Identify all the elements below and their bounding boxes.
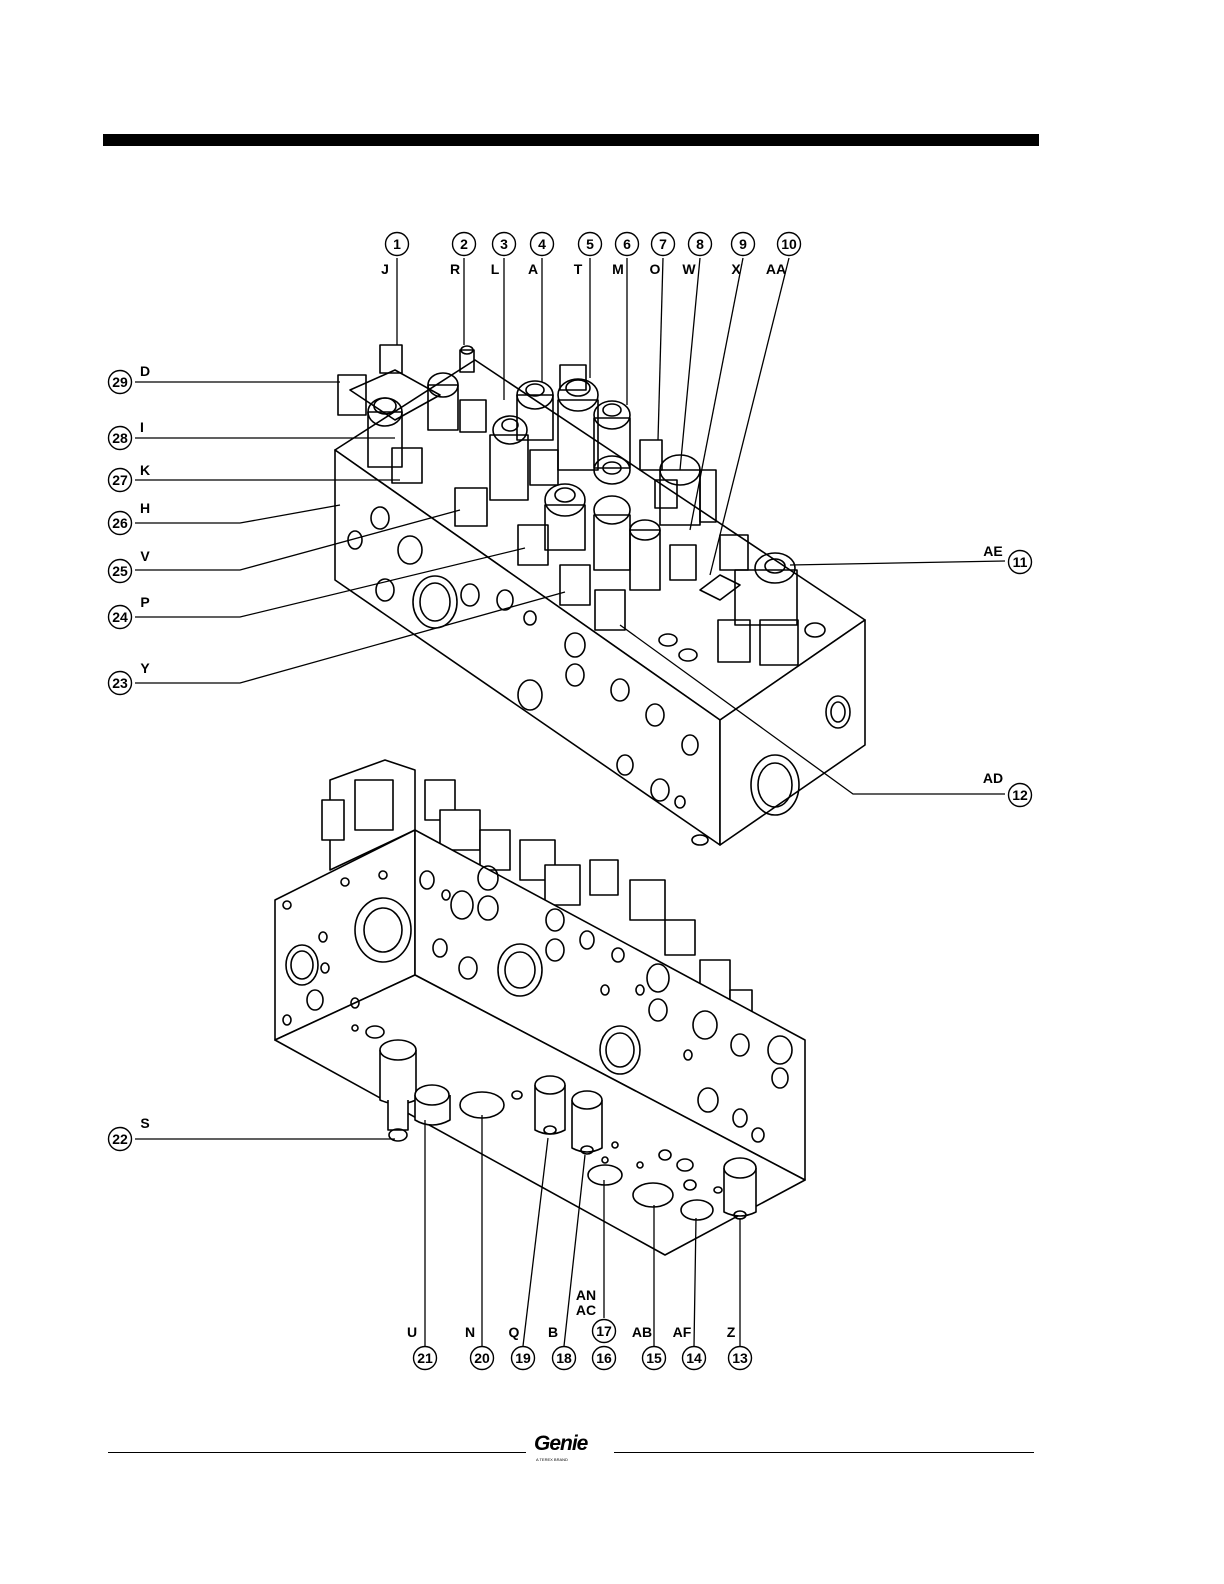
svg-text:16: 16 xyxy=(596,1350,612,1366)
callout-21: 21U xyxy=(407,1324,437,1370)
svg-text:18: 18 xyxy=(556,1350,572,1366)
svg-text:Y: Y xyxy=(140,660,150,676)
svg-text:10: 10 xyxy=(781,236,797,252)
svg-text:7: 7 xyxy=(659,236,667,252)
svg-text:R: R xyxy=(450,261,460,277)
callout-12: 12 AD xyxy=(983,770,1032,807)
svg-text:L: L xyxy=(491,261,500,277)
svg-text:21: 21 xyxy=(417,1350,433,1366)
callout-24: 24 P xyxy=(109,594,150,629)
svg-text:H: H xyxy=(140,500,150,516)
svg-text:24: 24 xyxy=(112,609,128,625)
svg-text:27: 27 xyxy=(112,472,128,488)
svg-text:5: 5 xyxy=(586,236,594,252)
svg-text:AF: AF xyxy=(673,1324,692,1340)
callout-18: 18 B xyxy=(548,1324,576,1370)
svg-text:3: 3 xyxy=(500,236,508,252)
svg-text:B: B xyxy=(548,1324,558,1340)
svg-text:U: U xyxy=(407,1324,417,1340)
svg-text:26: 26 xyxy=(112,515,128,531)
svg-text:V: V xyxy=(140,548,150,564)
svg-text:I: I xyxy=(140,419,144,435)
callout-6: 6M xyxy=(612,233,638,278)
callout-9: 9X xyxy=(731,233,754,278)
svg-text:N: N xyxy=(465,1324,475,1340)
svg-text:8: 8 xyxy=(696,236,704,252)
svg-text:S: S xyxy=(140,1115,149,1131)
callout-2: 2R xyxy=(450,233,476,278)
svg-text:2: 2 xyxy=(460,236,468,252)
footer-rule-left xyxy=(108,1452,526,1453)
callout-11: 11 AE xyxy=(983,543,1031,574)
callout-23: 23 Y xyxy=(109,660,151,695)
svg-text:J: J xyxy=(381,261,389,277)
callout-15: 15 AB xyxy=(632,1324,666,1370)
svg-text:M: M xyxy=(612,261,624,277)
svg-text:O: O xyxy=(650,261,661,277)
callout-29: 29 D xyxy=(109,363,151,394)
callout-3: 3L xyxy=(491,233,516,278)
svg-text:1: 1 xyxy=(393,236,401,252)
svg-text:13: 13 xyxy=(732,1350,748,1366)
svg-text:AD: AD xyxy=(983,770,1003,786)
svg-text:14: 14 xyxy=(686,1350,702,1366)
callout-4: 4A xyxy=(528,233,554,278)
svg-text:X: X xyxy=(731,261,741,277)
genie-logo: Genie A TEREX BRAND xyxy=(534,1432,608,1464)
callout-22: 22 S xyxy=(109,1115,150,1151)
svg-text:Q: Q xyxy=(509,1324,520,1340)
callout-13: 13 Z xyxy=(727,1324,752,1370)
svg-text:4: 4 xyxy=(538,236,546,252)
svg-text:6: 6 xyxy=(623,236,631,252)
svg-text:11: 11 xyxy=(1013,554,1028,570)
svg-text:A: A xyxy=(528,261,538,277)
footer-rule-right xyxy=(614,1452,1034,1453)
svg-text:9: 9 xyxy=(739,236,747,252)
svg-text:22: 22 xyxy=(112,1131,128,1147)
svg-text:15: 15 xyxy=(646,1350,662,1366)
callout-27: 27 K xyxy=(109,462,151,492)
svg-text:25: 25 xyxy=(112,563,128,579)
svg-text:20: 20 xyxy=(474,1350,490,1366)
svg-text:17: 17 xyxy=(596,1323,612,1339)
callout-8: 8W xyxy=(682,233,711,278)
svg-text:AN: AN xyxy=(576,1287,596,1303)
callout-5: 5T xyxy=(574,233,602,278)
logo-tagline: A TEREX BRAND xyxy=(536,1457,568,1462)
callout-25: 25 V xyxy=(109,548,151,583)
svg-text:Z: Z xyxy=(727,1324,736,1340)
callout-1: 1J xyxy=(381,233,408,278)
svg-text:19: 19 xyxy=(515,1350,531,1366)
logo-wordmark: Genie xyxy=(534,1432,587,1456)
svg-text:W: W xyxy=(682,261,696,277)
callout-26: 26 H xyxy=(109,500,151,535)
svg-text:K: K xyxy=(140,462,150,478)
svg-text:23: 23 xyxy=(112,675,128,691)
svg-text:AB: AB xyxy=(632,1324,652,1340)
callout-28: 28 I xyxy=(109,419,144,450)
svg-text:AA: AA xyxy=(766,261,786,277)
callout-20: 20 N xyxy=(465,1324,494,1370)
svg-text:AC: AC xyxy=(576,1302,596,1318)
svg-text:12: 12 xyxy=(1012,787,1028,803)
svg-text:P: P xyxy=(140,594,149,610)
svg-text:T: T xyxy=(574,261,583,277)
svg-text:D: D xyxy=(140,363,150,379)
svg-text:AE: AE xyxy=(983,543,1002,559)
callout-14: 14 AF xyxy=(673,1324,706,1370)
callout-19: 19 Q xyxy=(509,1324,535,1370)
svg-text:28: 28 xyxy=(112,430,128,446)
svg-text:29: 29 xyxy=(112,374,128,390)
